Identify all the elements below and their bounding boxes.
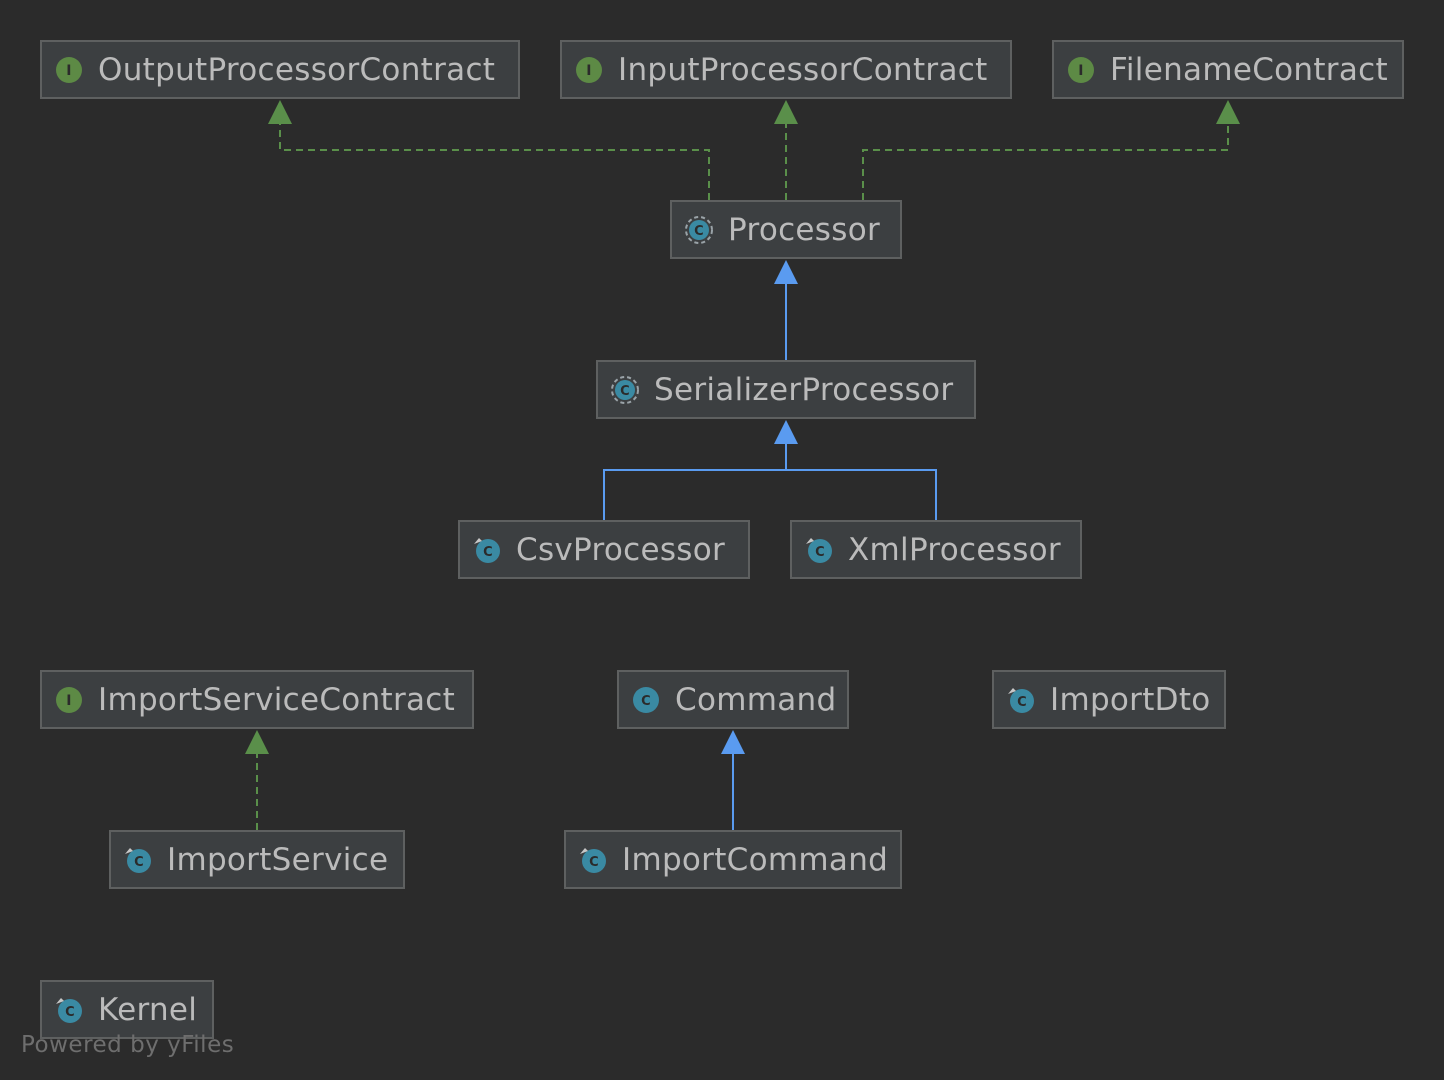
svg-text:C: C xyxy=(483,545,493,560)
node-input-processor-contract[interactable]: I InputProcessorContract xyxy=(560,40,1012,99)
yfiles-watermark: Powered by yFiles xyxy=(21,1032,235,1058)
node-label: ImportService xyxy=(167,841,389,878)
svg-text:C: C xyxy=(620,384,630,399)
abstract-class-icon: C xyxy=(684,215,714,245)
implements-arrowhead xyxy=(245,730,269,754)
extends-arrowhead xyxy=(721,730,745,754)
svg-text:C: C xyxy=(65,1005,75,1020)
node-label: OutputProcessorContract xyxy=(98,51,496,88)
svg-text:I: I xyxy=(586,63,592,79)
svg-text:C: C xyxy=(134,855,144,870)
node-import-command[interactable]: C ImportCommand xyxy=(564,830,902,889)
final-class-icon: C xyxy=(472,535,502,565)
implements-arrowhead xyxy=(268,100,292,124)
class-icon: C xyxy=(631,685,661,715)
node-import-dto[interactable]: C ImportDto xyxy=(992,670,1226,729)
node-label: SerializerProcessor xyxy=(654,371,954,408)
svg-text:C: C xyxy=(641,694,651,709)
interface-icon: I xyxy=(574,55,604,85)
edge-processor-implements-output-contract xyxy=(279,120,710,200)
node-label: CsvProcessor xyxy=(516,531,726,568)
interface-icon: I xyxy=(54,55,84,85)
edge-processor-implements-filename-contract xyxy=(862,120,1229,200)
final-class-icon: C xyxy=(54,995,84,1025)
svg-text:C: C xyxy=(1017,695,1027,710)
node-label: XmlProcessor xyxy=(848,531,1061,568)
extends-arrowhead xyxy=(774,420,798,444)
node-label: InputProcessorContract xyxy=(618,51,988,88)
interface-icon: I xyxy=(1066,55,1096,85)
svg-text:I: I xyxy=(66,63,72,79)
node-label: ImportDto xyxy=(1050,681,1211,718)
node-kernel[interactable]: C Kernel xyxy=(40,980,214,1039)
svg-text:I: I xyxy=(1078,63,1084,79)
node-output-processor-contract[interactable]: I OutputProcessorContract xyxy=(40,40,520,99)
node-processor[interactable]: C Processor xyxy=(670,200,902,259)
interface-icon: I xyxy=(54,685,84,715)
implements-arrowhead xyxy=(774,100,798,124)
node-label: ImportCommand xyxy=(622,841,889,878)
node-label: Command xyxy=(675,681,837,718)
node-filename-contract[interactable]: I FilenameContract xyxy=(1052,40,1404,99)
node-xml-processor[interactable]: C XmlProcessor xyxy=(790,520,1082,579)
abstract-class-icon: C xyxy=(610,375,640,405)
node-label: ImportServiceContract xyxy=(98,681,456,718)
svg-text:C: C xyxy=(815,545,825,560)
node-serializer-processor[interactable]: C SerializerProcessor xyxy=(596,360,976,419)
final-class-icon: C xyxy=(1006,685,1036,715)
node-import-service-contract[interactable]: I ImportServiceContract xyxy=(40,670,474,729)
node-label: FilenameContract xyxy=(1110,51,1388,88)
svg-text:C: C xyxy=(589,855,599,870)
extends-arrowhead xyxy=(774,260,798,284)
node-import-service[interactable]: C ImportService xyxy=(109,830,405,889)
final-class-icon: C xyxy=(804,535,834,565)
implements-arrowhead xyxy=(1216,100,1240,124)
svg-text:C: C xyxy=(694,224,704,239)
node-command[interactable]: C Command xyxy=(617,670,849,729)
node-label: Kernel xyxy=(98,991,198,1028)
svg-text:I: I xyxy=(66,693,72,709)
final-class-icon: C xyxy=(123,845,153,875)
node-label: Processor xyxy=(728,211,881,248)
edge-xml-extends-serializer xyxy=(786,469,937,520)
edge-csv-extends-serializer xyxy=(603,442,787,520)
node-csv-processor[interactable]: C CsvProcessor xyxy=(458,520,750,579)
final-class-icon: C xyxy=(578,845,608,875)
